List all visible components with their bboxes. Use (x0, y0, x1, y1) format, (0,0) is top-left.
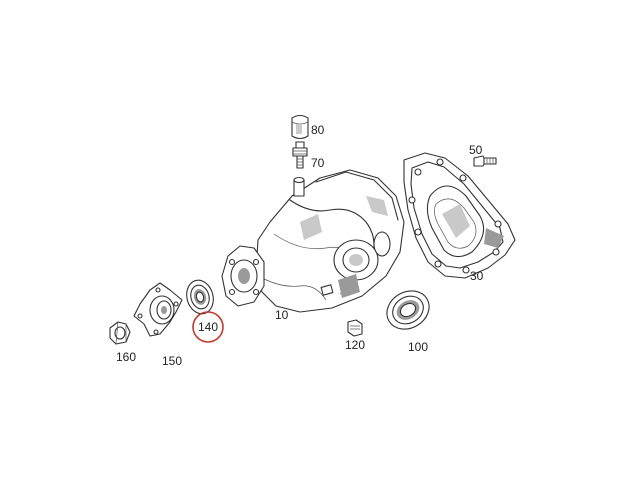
highlight-ring-140 (192, 311, 224, 343)
part-50-bolt (473, 155, 497, 167)
label-part-30: 30 (470, 269, 484, 283)
part-160-nut (109, 321, 131, 345)
part-70-vent-valve (292, 141, 308, 169)
part-150-drive-flange (133, 282, 183, 337)
part-100-rear-seal (386, 290, 430, 330)
part-140-seal-ring (186, 279, 214, 315)
label-part-150: 150 (162, 354, 182, 368)
label-part-50: 50 (469, 143, 483, 157)
label-part-140: 140 (198, 320, 218, 334)
label-part-160: 160 (116, 350, 136, 364)
part-30-rear-cover (403, 152, 516, 279)
label-part-10: 10 (275, 308, 289, 322)
part-10-axle-housing (221, 169, 405, 313)
label-part-120: 120 (345, 338, 365, 352)
part-80-cap (291, 114, 309, 140)
label-part-80: 80 (311, 123, 325, 137)
label-part-70: 70 (311, 156, 325, 170)
label-part-100: 100 (408, 340, 428, 354)
part-120-plug (347, 319, 363, 337)
